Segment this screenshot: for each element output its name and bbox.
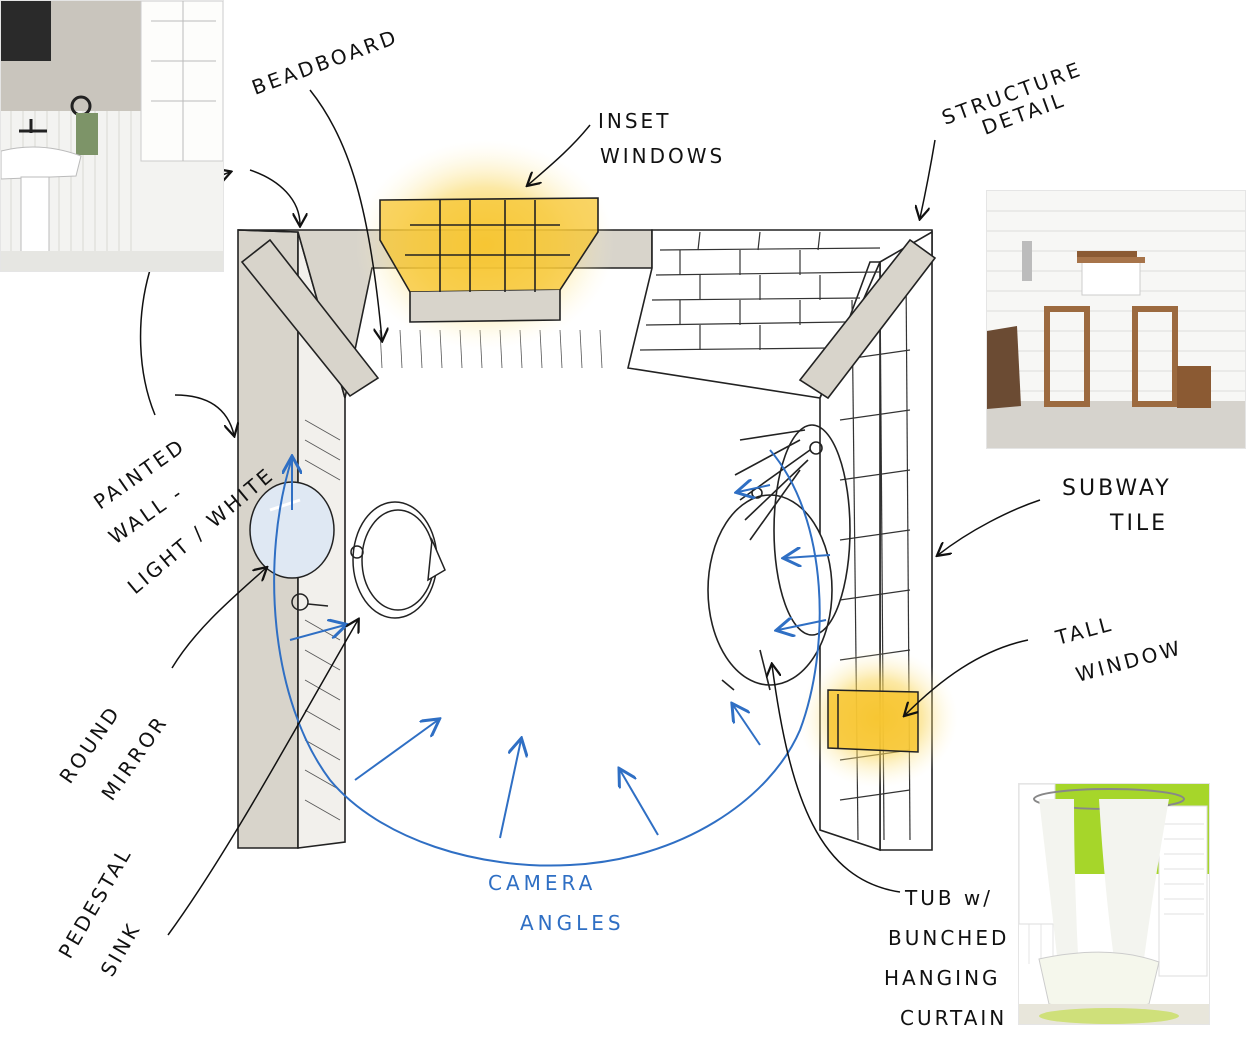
label-tub: TUB w/ BUNCHED HANGING CURTAIN	[884, 886, 1009, 1030]
svg-text:HANGING: HANGING	[884, 966, 1001, 990]
label-structure-detail: STRUCTURE DETAIL	[939, 57, 1086, 140]
label-tall-window: TALL WINDOW	[1052, 611, 1185, 686]
beadboard-bathroom-photo	[0, 0, 224, 272]
subway-tile-lines	[639, 231, 881, 351]
svg-text:WINDOW: WINDOW	[1073, 635, 1185, 687]
tall-window-leader	[905, 639, 1029, 715]
subway-leader	[938, 499, 1041, 555]
camera-angles	[273, 449, 831, 867]
beadboard-leader-2	[249, 169, 300, 225]
camera-arc	[273, 449, 821, 867]
ceiling-beams	[240, 238, 937, 400]
beadboard-hatch	[304, 419, 341, 821]
svg-text:TUB w/: TUB w/	[904, 886, 993, 910]
label-pedestal-sink: PEDESTAL SINK	[54, 842, 146, 980]
tall-window	[827, 689, 919, 753]
label-camera-angles: CAMERA ANGLES	[488, 871, 625, 935]
svg-text:TALL: TALL	[1052, 611, 1116, 650]
svg-text:ANGLES: ANGLES	[520, 911, 625, 935]
round-mirror-leader	[171, 568, 266, 669]
pointer-leaders	[139, 89, 1041, 936]
tub-leader	[772, 665, 901, 893]
mirror-and-sink	[249, 481, 446, 619]
svg-text:SINK: SINK	[96, 918, 146, 981]
tub-outer	[707, 494, 833, 686]
svg-text:BUNCHED: BUNCHED	[888, 926, 1009, 950]
inset-window	[379, 197, 599, 323]
tub	[707, 424, 851, 691]
subway-tile-bathroom-photo	[986, 190, 1246, 449]
label-beadboard: BEADBOARD	[249, 24, 402, 99]
left-beam	[240, 238, 380, 398]
pedestal-sink-bowl	[352, 501, 438, 619]
label-round-mirror: ROUND MIRROR	[54, 701, 172, 805]
svg-text:WINDOWS: WINDOWS	[600, 144, 725, 168]
svg-text:TILE: TILE	[1109, 511, 1168, 536]
right-beam	[798, 238, 937, 400]
painted-wall-leader-2	[174, 394, 234, 435]
beadboard-leader	[309, 89, 382, 340]
svg-text:CURTAIN: CURTAIN	[900, 1006, 1007, 1030]
structure-leader	[920, 139, 936, 218]
svg-text:CAMERA: CAMERA	[488, 871, 596, 895]
label-inset-windows: INSET WINDOWS	[598, 109, 725, 168]
svg-text:SUBWAY: SUBWAY	[1062, 476, 1172, 501]
inset-window-leader	[528, 124, 591, 185]
svg-text:INSET: INSET	[598, 109, 671, 133]
label-subway-tile: SUBWAY TILE	[1062, 476, 1172, 536]
svg-text:BEADBOARD: BEADBOARD	[249, 24, 402, 99]
pedestal-sink-leader	[167, 620, 358, 936]
clawfoot-tub-photo	[1018, 783, 1210, 1025]
